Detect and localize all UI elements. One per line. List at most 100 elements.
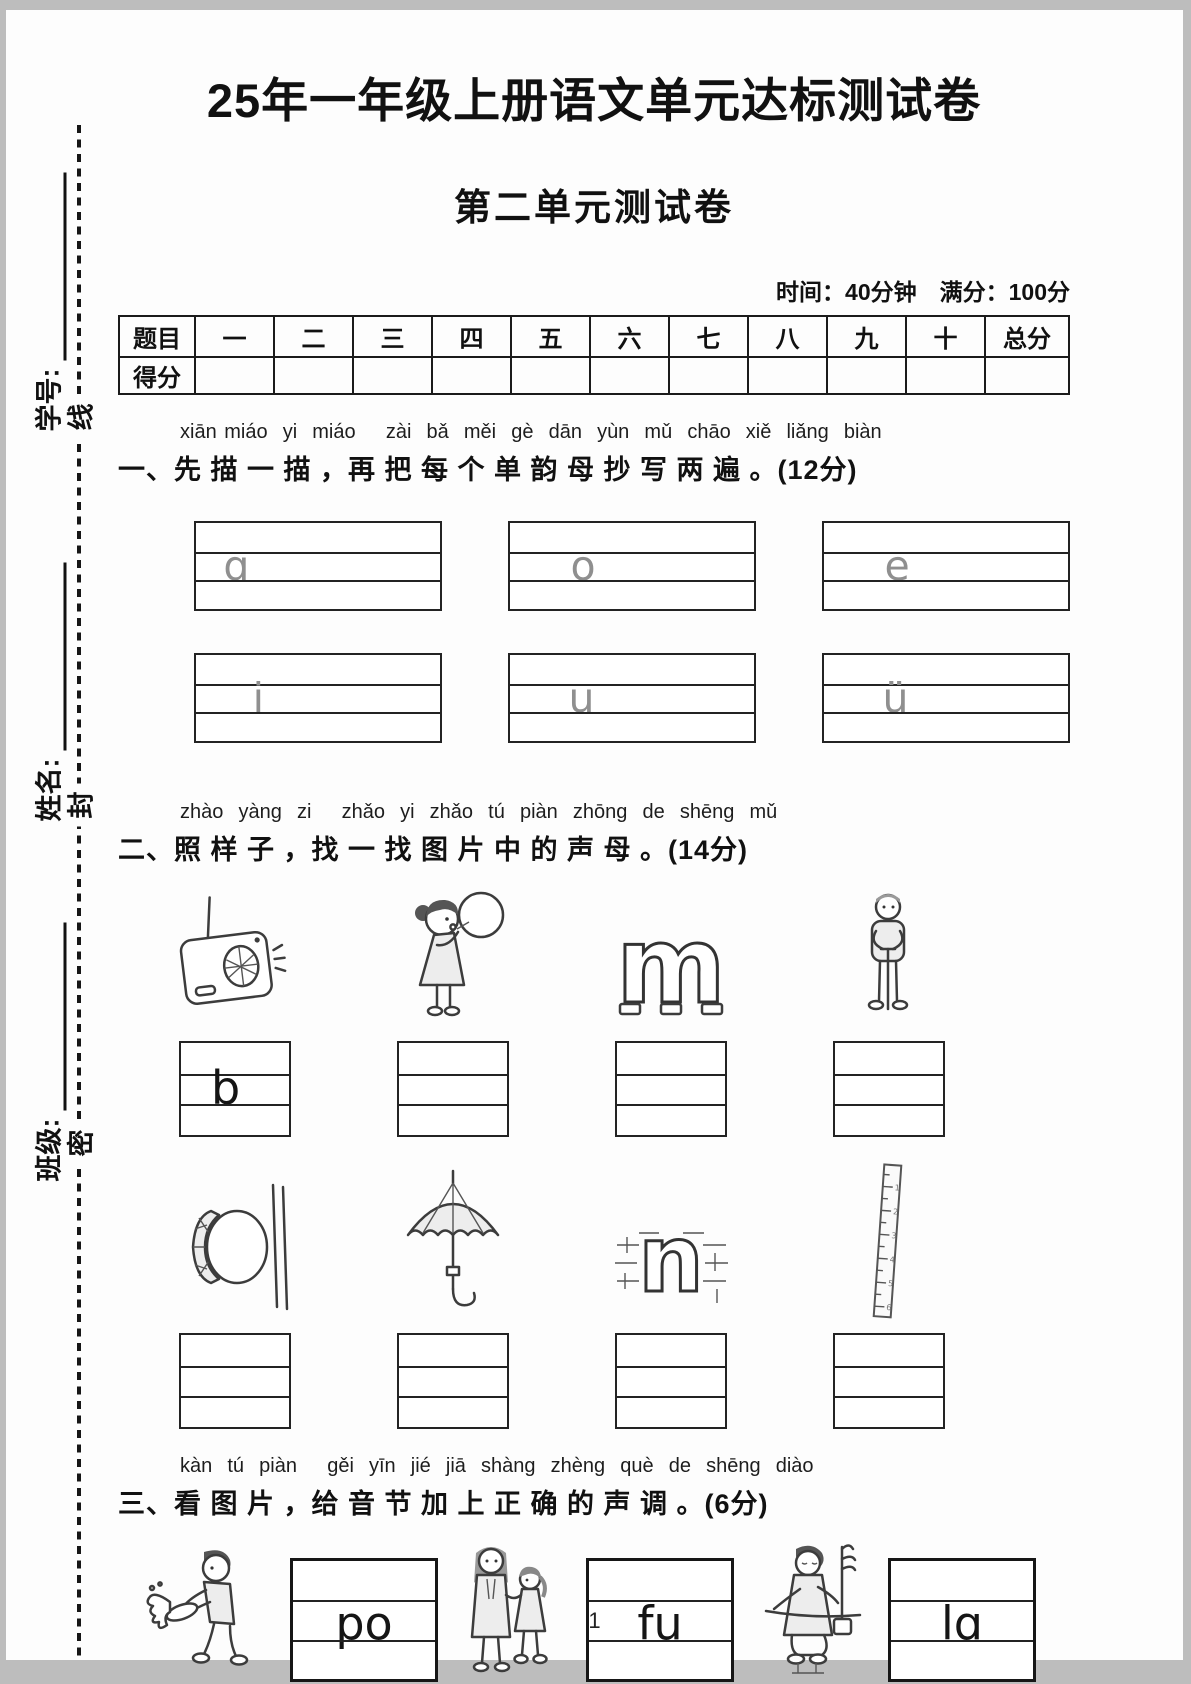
score-header-cell: 十	[905, 315, 986, 358]
main-content: 25年一年级上册语文单元达标测试卷 第二单元测试卷 时间：40分钟 满分：100…	[118, 10, 1070, 1684]
score-cell-empty	[273, 356, 354, 395]
writing-grid-u: u	[508, 653, 756, 743]
seal-dashed-line	[77, 125, 81, 1660]
section2-pinyin: zhào yàng zi zhǎo yi zhǎo tú piàn zhōng …	[180, 801, 778, 823]
answer-grid-empty	[397, 1041, 509, 1137]
umbrella-icon	[395, 1155, 511, 1323]
score-header-cell: 七	[668, 315, 749, 358]
item-ruler: 1 2 3 4 5 6	[780, 1155, 998, 1429]
score-header-cell: 八	[747, 315, 828, 358]
writing-grid-a: ɑ	[194, 521, 442, 611]
score-cell-empty	[905, 356, 986, 395]
unit-subtitle: 第二单元测试卷	[454, 187, 734, 228]
name-label: 姓名:	[34, 758, 65, 822]
score-cell-empty	[510, 356, 591, 395]
syllable-box-po: po	[290, 1558, 438, 1682]
class-label: 班级:	[34, 1118, 65, 1182]
time-score-info: 时间：40分钟 满分：100分	[776, 279, 1070, 305]
student-id-label: 学号:	[34, 368, 65, 432]
answer-grid-empty	[615, 1041, 727, 1137]
score-header-cell: 二	[273, 315, 354, 358]
score-cell-empty	[826, 356, 907, 395]
score-header-cell: 九	[826, 315, 907, 358]
writing-grid-v: ü	[822, 653, 1070, 743]
score-cell-empty	[747, 356, 828, 395]
item-n-arch: n	[562, 1155, 780, 1429]
score-header-cell: 三	[352, 315, 433, 358]
page-number: 1	[588, 1608, 601, 1633]
girl-blowing-bubble-icon	[397, 881, 509, 1031]
letter-m-arch-icon: m	[606, 881, 736, 1031]
score-header-cell: 一	[194, 315, 275, 358]
vowel-letter: u	[569, 674, 595, 722]
radio-icon	[173, 881, 298, 1031]
score-header-cell: 五	[510, 315, 591, 358]
section1-pinyin: xiān miáo yi miáo zài bǎ měi gè dān yùn …	[180, 421, 882, 443]
score-cell-empty	[668, 356, 749, 395]
score-cell-empty	[984, 356, 1070, 395]
vowel-letter: e	[885, 542, 910, 590]
item-bubble-girl	[344, 881, 562, 1137]
answer-letter: b	[211, 1061, 240, 1115]
svg-text:4: 4	[889, 1255, 895, 1264]
class-field: 班级:	[28, 922, 67, 1182]
score-cell-empty	[352, 356, 433, 395]
ruler-icon: 1 2 3 4 5 6	[861, 1155, 917, 1323]
score-header-cell: 六	[589, 315, 670, 358]
old-man-with-cane-icon	[843, 881, 935, 1031]
score-table: 题目 一 二 三 四 五 六 七 八 九 十 总分 得分	[118, 315, 1070, 395]
score-cell-empty	[589, 356, 670, 395]
vowel-grid-row-1: ɑ o e	[194, 521, 1070, 611]
vowel-letter: i	[253, 674, 264, 722]
letter-n-arch-icon: n	[609, 1155, 734, 1323]
item-drum	[126, 1155, 344, 1429]
syllable-box-fu: fu	[586, 1558, 734, 1682]
student-id-blank	[57, 172, 67, 361]
answer-grid-empty	[615, 1333, 727, 1429]
writing-grid-i: i	[194, 653, 442, 743]
score-row-label: 得分	[118, 356, 196, 395]
answer-grid-empty	[397, 1333, 509, 1429]
score-cell-empty	[431, 356, 512, 395]
mother-and-daughter-icon	[456, 1539, 568, 1684]
name-field: 姓名:	[28, 562, 67, 822]
svg-text:1: 1	[894, 1183, 900, 1192]
paper-page: 线 封 密 学号: 姓名: 班级: 25年一年级上册语文单元达标测试卷 第二单元…	[6, 10, 1183, 1682]
writing-grid-e: e	[822, 521, 1070, 611]
section2-row2: n 1 2 3 4	[126, 1155, 1070, 1429]
svg-text:5: 5	[888, 1279, 894, 1288]
score-header-cell: 四	[431, 315, 512, 358]
score-cell-empty	[194, 356, 275, 395]
drum-with-drumsticks-icon	[175, 1155, 295, 1323]
item-umbrella	[344, 1155, 562, 1429]
syllable-box-la: lɑ	[888, 1558, 1036, 1682]
vowel-grid-row-2: i u ü	[194, 653, 1070, 743]
item-radio: b	[126, 881, 344, 1137]
svg-text:3: 3	[891, 1231, 897, 1240]
section3-heading: 三、看 图 片 ，给 音 节 加 上 正 确 的 声 调 。(6分)	[118, 1489, 769, 1519]
svg-text:2: 2	[893, 1207, 899, 1216]
boy-splashing-water-icon	[144, 1544, 272, 1684]
section1-heading: 一、先 描 一 描 ，再 把 每 个 单 韵 母 抄 写 两 遍 。(12分)	[118, 455, 858, 485]
score-table-header-row: 题目 一 二 三 四 五 六 七 八 九 十 总分	[118, 315, 1070, 358]
paper-title: 25年一年级上册语文单元达标测试卷	[206, 74, 982, 127]
score-header-cell: 题目	[118, 315, 196, 358]
answer-grid-empty	[833, 1041, 945, 1137]
score-table-score-row: 得分	[118, 356, 1070, 395]
vowel-letter: o	[571, 542, 596, 590]
answer-grid-empty	[833, 1333, 945, 1429]
vowel-letter: ɑ	[223, 542, 249, 590]
section3-pinyin: kàn tú piàn gěi yīn jié jiā shàng zhèng …	[180, 1455, 814, 1477]
svg-text:6: 6	[886, 1303, 892, 1312]
score-header-cell: 总分	[984, 315, 1070, 358]
writing-grid-o: o	[508, 521, 756, 611]
name-blank	[57, 562, 67, 751]
section3-items: po	[144, 1539, 1070, 1684]
svg-text:n: n	[638, 1206, 704, 1313]
answer-grid-b: b	[179, 1041, 291, 1137]
student-id-field: 学号:	[28, 172, 67, 432]
section2-row1: b	[126, 881, 1070, 1137]
class-blank	[57, 922, 67, 1111]
child-playing-erhu-icon	[752, 1541, 870, 1684]
